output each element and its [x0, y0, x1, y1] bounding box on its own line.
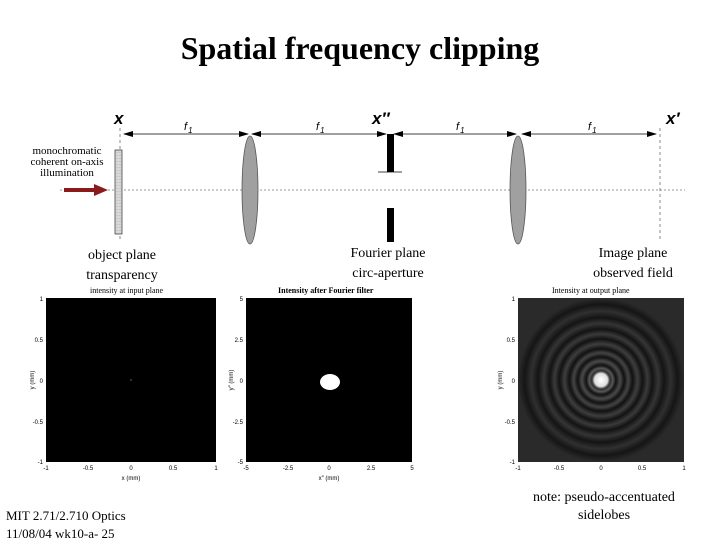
svg-text:5: 5: [240, 297, 244, 303]
svg-text:0: 0: [40, 379, 44, 385]
aperture-top: [387, 134, 394, 172]
svg-text:-2.5: -2.5: [233, 420, 244, 426]
illumination-label: monochromatic coherent on-axis illuminat…: [30, 145, 104, 179]
svg-text:0: 0: [599, 466, 603, 472]
footer: MIT 2.71/2.710 Optics 11/08/04 wk10-a- 2…: [6, 508, 126, 541]
svg-text:-1: -1: [43, 466, 49, 472]
svg-text:-1: -1: [515, 466, 521, 472]
svg-text:5: 5: [410, 466, 414, 472]
svg-text:2.5: 2.5: [367, 466, 376, 472]
svg-text:-1: -1: [38, 460, 44, 466]
svg-text:-0.5: -0.5: [83, 466, 94, 472]
lens-2: [509, 135, 527, 245]
svg-text:1: 1: [40, 297, 44, 303]
svg-text:0.5: 0.5: [638, 466, 647, 472]
f1-label-2: f1: [316, 121, 325, 135]
panel-1-point: [130, 379, 132, 381]
note: note: pseudo-accentuated sidelobes: [533, 490, 675, 523]
svg-text:-0.5: -0.5: [33, 420, 44, 426]
svg-text:1: 1: [214, 466, 218, 472]
panel-3-central-lobe: [590, 369, 612, 391]
panel-fourier-filtered: 5 2.5 0 -2.5 -5 -5 -2.5 0 2.5 5 x″ (mm) …: [229, 297, 414, 482]
svg-text:-2.5: -2.5: [283, 466, 294, 472]
svg-text:-5: -5: [238, 460, 244, 466]
svg-text:0: 0: [129, 466, 133, 472]
lens-1: [241, 135, 259, 245]
svg-text:-5: -5: [243, 466, 249, 472]
svg-text:0.5: 0.5: [507, 338, 516, 344]
svg-text:y″ (mm): y″ (mm): [229, 370, 235, 391]
fourier-plane-symbol: x″: [371, 109, 390, 128]
panel-input-intensity: 1 0.5 0 -0.5 -1 -1 -0.5 0 0.5 1 x (mm) y…: [30, 297, 218, 482]
optical-system-diagram: f1 f1 f1 f1 x x″ x′: [60, 109, 685, 245]
fourier-plane-caption: Fourier plane circ-aperture: [350, 246, 426, 281]
svg-text:y (mm): y (mm): [498, 371, 504, 390]
image-plane-symbol: x′: [665, 109, 680, 128]
panel-1-title: intensity at input plane: [90, 286, 164, 295]
f1-label-1: f1: [184, 121, 193, 135]
panel-2-title: Intensity after Fourier filter: [278, 286, 374, 295]
panel-output-intensity: 1 0.5 0 -0.5 -1 -1 -0.5 0 0.5 1 y (mm): [498, 297, 686, 472]
object-transparency: [114, 149, 123, 235]
slide-title: Spatial frequency clipping: [180, 30, 540, 66]
f1-label-3: f1: [456, 121, 465, 135]
svg-text:1: 1: [512, 297, 516, 303]
svg-text:-1: -1: [510, 460, 516, 466]
svg-text:-0.5: -0.5: [505, 420, 516, 426]
f1-label-4: f1: [588, 121, 597, 135]
panel-2-aperture-spot: [320, 374, 340, 390]
svg-text:-0.5: -0.5: [554, 466, 565, 472]
svg-text:0.5: 0.5: [35, 338, 44, 344]
svg-text:0: 0: [512, 379, 516, 385]
svg-text:0.5: 0.5: [169, 466, 178, 472]
svg-text:y (mm): y (mm): [30, 371, 36, 390]
illumination-arrow-head: [94, 184, 108, 196]
image-plane-caption: Image plane observed field: [593, 246, 673, 281]
aperture-bottom: [387, 208, 394, 242]
svg-text:0: 0: [327, 466, 331, 472]
object-plane-symbol: x: [113, 109, 125, 128]
object-plane-caption: object plane transparency: [86, 248, 158, 283]
svg-text:x″ (mm): x″ (mm): [319, 476, 340, 482]
svg-text:x (mm): x (mm): [122, 476, 141, 482]
svg-text:0: 0: [240, 379, 244, 385]
svg-text:1: 1: [682, 466, 686, 472]
panel-3-title: Intensity at output plane: [552, 286, 630, 295]
svg-text:2.5: 2.5: [235, 338, 244, 344]
